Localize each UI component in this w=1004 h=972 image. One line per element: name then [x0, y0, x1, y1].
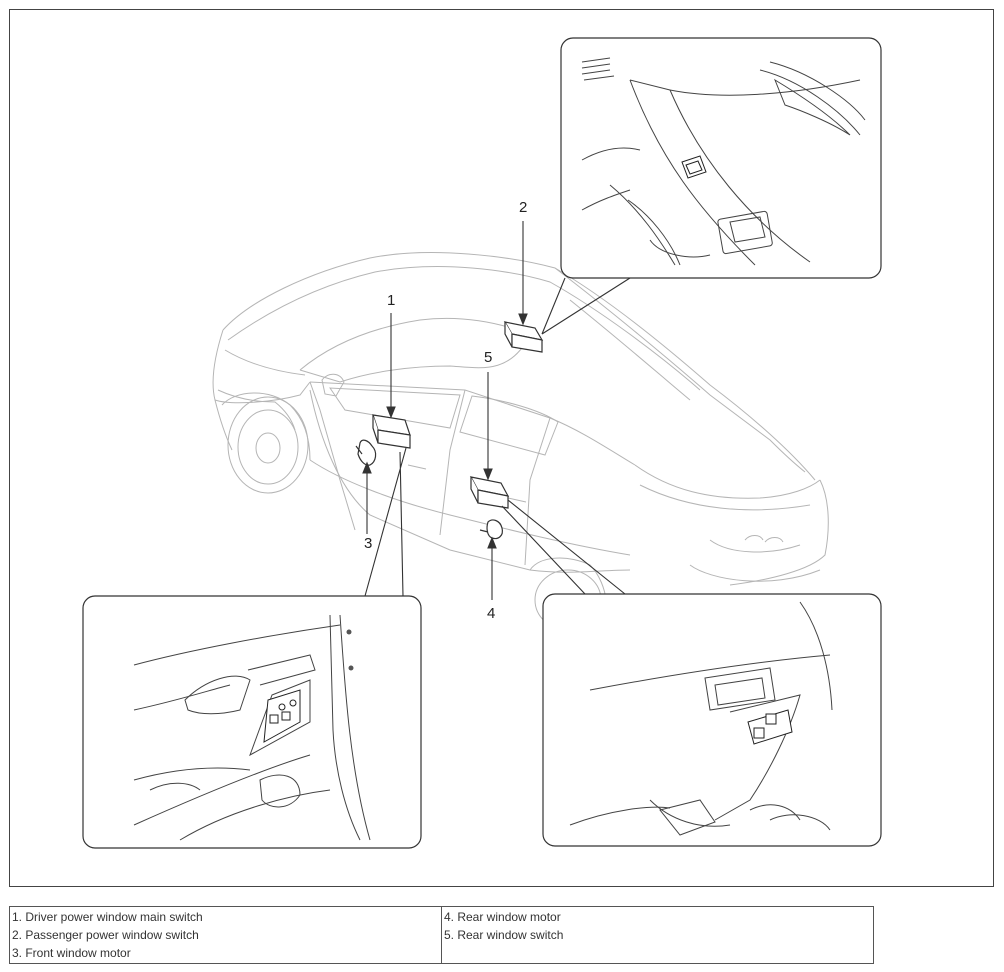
legend-item: 1. Driver power window main switch [12, 910, 203, 924]
leader-arrows [362, 221, 528, 600]
legend-item: 5. Rear window switch [444, 928, 564, 942]
callout-5: 5 [484, 349, 492, 366]
rear-switch-box [469, 476, 510, 509]
detail-panel-rear [542, 593, 882, 847]
rear-motor-icon [479, 519, 503, 540]
front-motor-icon [355, 439, 377, 466]
callout-3: 3 [364, 535, 372, 552]
driver-switch-box [372, 414, 411, 449]
legend-item: 4. Rear window motor [444, 910, 561, 924]
component-markers [355, 321, 544, 540]
callout-4: 4 [487, 605, 495, 622]
detail-panel-driver [82, 595, 422, 849]
callout-2: 2 [519, 199, 527, 216]
zoom-connectors [364, 277, 631, 597]
legend-item: 3. Front window motor [12, 946, 131, 960]
detail-panel-passenger [560, 37, 882, 279]
car-location-diagram: 1 2 3 4 5 [82, 37, 882, 849]
car-outline [212, 252, 829, 631]
legend-column-right: 4. Rear window motor 5. Rear window swit… [442, 907, 873, 963]
legend-table: 1. Driver power window main switch 2. Pa… [9, 906, 874, 964]
legend-item: 2. Passenger power window switch [12, 928, 199, 942]
callout-1: 1 [387, 292, 395, 309]
legend-column-left: 1. Driver power window main switch 2. Pa… [10, 907, 442, 963]
diagram-frame: 1 2 3 4 5 [9, 9, 994, 887]
passenger-switch-box [503, 321, 544, 353]
